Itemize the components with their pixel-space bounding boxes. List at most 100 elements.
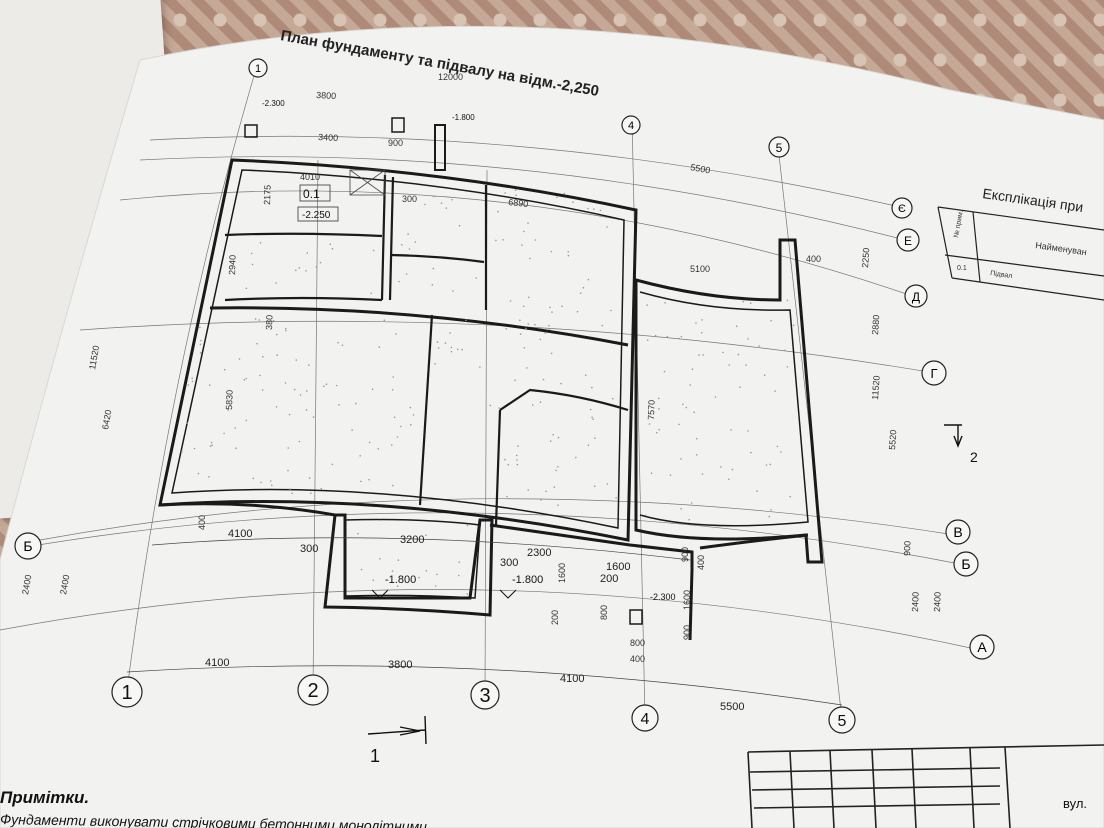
hatch-dot xyxy=(262,355,264,358)
hatch-dot xyxy=(599,209,602,212)
dim-right-5520: 5520 xyxy=(887,429,898,450)
axis-line-A xyxy=(0,589,981,651)
dim-top-3400: 3400 xyxy=(318,132,339,143)
hatch-dot xyxy=(320,487,323,490)
room-number: 0.1 xyxy=(303,187,320,201)
dim-top-4010: 4010 xyxy=(300,172,320,182)
dim-bottom-4100b: 4100 xyxy=(560,673,584,685)
dim-bottom-3800: 3800 xyxy=(388,659,412,671)
strip-B xyxy=(159,502,336,517)
hatch-dot xyxy=(395,333,397,335)
dim-7570: 7570 xyxy=(646,400,657,420)
axis-label-4top: 4 xyxy=(628,120,634,132)
dim-400c: 400 xyxy=(696,555,706,570)
hatch-dot xyxy=(690,502,693,504)
axis-line-2 xyxy=(312,159,319,691)
hatch-dot xyxy=(698,354,700,356)
level-arrow-2 xyxy=(499,589,517,599)
axis-label-Ye: Є xyxy=(898,203,906,215)
hatch-dot xyxy=(747,430,749,432)
hatch-dot xyxy=(650,472,653,475)
hatch-dot xyxy=(646,339,649,342)
hatch-dot xyxy=(720,466,722,468)
axis-line-E xyxy=(139,156,906,241)
hatch-dot xyxy=(191,377,193,380)
hatch-dot xyxy=(211,444,213,447)
axis-line-D xyxy=(119,190,916,298)
hatch-dot xyxy=(527,489,529,491)
paper-sheet xyxy=(0,25,1104,828)
hatch-dot xyxy=(561,305,563,308)
axis-label-D: Д xyxy=(912,290,920,304)
hatch-dot xyxy=(731,468,734,471)
hatch-dot xyxy=(250,252,253,255)
vent-opening-1 xyxy=(244,124,258,138)
hatch-dot xyxy=(612,397,614,400)
hatch-dot xyxy=(450,350,453,353)
hatch-dot xyxy=(393,416,396,419)
hatch-dot xyxy=(714,396,717,398)
hatch-dot xyxy=(199,326,201,329)
hatch-dot xyxy=(391,444,393,446)
hatch-dot xyxy=(549,306,551,309)
hatch-dot xyxy=(765,464,768,466)
hatch-dot xyxy=(696,437,698,440)
dim-left-11520: 11520 xyxy=(87,345,101,371)
hatch-dot xyxy=(579,292,582,295)
hatch-dot xyxy=(792,324,795,327)
hatch-dot xyxy=(193,447,196,450)
dim-top-6890: 6890 xyxy=(508,197,529,209)
dim-400b: 400 xyxy=(630,654,645,664)
hatch-dot xyxy=(606,483,609,485)
chimney-wall xyxy=(434,124,446,171)
hatch-dot xyxy=(594,437,596,439)
hatch-dot xyxy=(646,304,648,306)
hatch-dot xyxy=(245,419,248,422)
hatch-dot xyxy=(398,280,400,283)
hatch-dot xyxy=(545,490,547,493)
hatch-dot xyxy=(414,241,417,243)
hatch-dot xyxy=(223,432,225,435)
hatch-dot xyxy=(576,310,579,313)
hatch-dot xyxy=(254,318,257,320)
hatch-dot xyxy=(506,495,508,498)
concrete-hatching xyxy=(181,189,795,595)
hatch-dot xyxy=(502,239,504,241)
section-label-1: 1 xyxy=(370,746,380,766)
hatch-dot xyxy=(234,427,236,429)
hatch-dot xyxy=(259,374,261,377)
hatch-dot xyxy=(495,239,497,242)
hatch-dot xyxy=(186,422,188,424)
hatch-dot xyxy=(407,233,409,235)
hatch-dot xyxy=(587,207,589,210)
hatch-dot xyxy=(445,207,448,209)
hatch-dot xyxy=(288,413,291,416)
level-mark-1: -1.800 xyxy=(385,574,416,586)
hatch-dot xyxy=(295,359,298,361)
hatch-dot xyxy=(466,524,469,527)
axis-labels: 1 2 3 4 5 1 4 5 А Б В Г Д Е Є Б xyxy=(23,63,987,730)
hatch-dot xyxy=(378,346,381,348)
hatch-dot xyxy=(450,346,453,349)
hatch-dot xyxy=(728,364,730,366)
hatch-dot xyxy=(209,445,212,447)
axis-bubble-G xyxy=(921,360,947,386)
dim-right-11520: 11520 xyxy=(870,375,882,400)
hatch-dot xyxy=(227,409,229,411)
foundation-walls xyxy=(158,117,824,641)
hatch-dot xyxy=(256,342,258,345)
hatch-dot xyxy=(409,406,412,409)
hatch-dot xyxy=(276,354,279,357)
hatch-dot xyxy=(305,409,308,411)
hatch-dot xyxy=(223,368,226,371)
room-level: -2.250 xyxy=(302,210,331,221)
hatch-dot xyxy=(479,366,481,368)
hatch-dot xyxy=(582,286,585,289)
hatch-dot xyxy=(657,397,660,400)
hatch-dot xyxy=(391,389,394,391)
axis-markers xyxy=(14,58,995,734)
hatch-dot xyxy=(261,389,264,391)
hatch-dot xyxy=(383,319,386,322)
room-tag-box xyxy=(299,184,331,202)
pit-opening xyxy=(629,609,643,625)
